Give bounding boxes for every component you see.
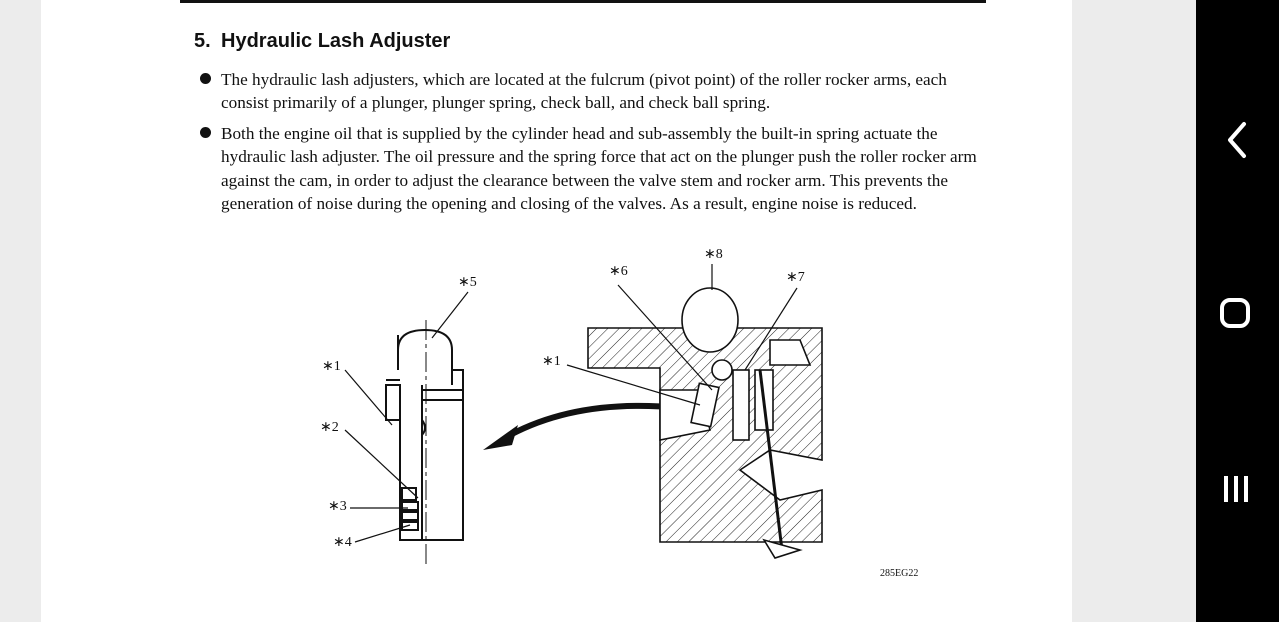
figure-code: 285EG22 [880,568,919,579]
bullet-text: Both the engine oil that is supplied by … [221,123,977,214]
bullet-list: The hydraulic lash adjusters, which are … [200,68,1000,222]
top-rule [180,0,986,3]
document-page [41,0,1072,622]
callout-3: ∗3 [328,499,347,514]
home-icon [1220,298,1250,328]
back-button[interactable] [1196,110,1279,170]
leader-lines-right [566,264,798,406]
callout-7: ∗7 [786,270,805,285]
lash-adjuster-diagram [344,264,823,565]
callout-1-right: ∗1 [542,354,561,369]
callout-2: ∗2 [320,420,339,435]
bullet-dot-icon [200,126,211,138]
leader-lines-left [344,291,469,543]
bullet-item: The hydraulic lash adjusters, which are … [200,68,987,115]
callout-1-left: ∗1 [322,359,341,374]
section-number: 5. [194,30,211,52]
bullet-item: Both the engine oil that is supplied by … [200,122,987,216]
android-nav-bar [1196,0,1279,622]
bullet-text: The hydraulic lash adjusters, which are … [221,70,947,113]
callout-6: ∗6 [609,264,628,279]
back-icon [1228,122,1246,158]
lash-adjuster-section [385,320,464,565]
home-button[interactable] [1196,284,1279,344]
callout-4: ∗4 [333,535,352,550]
cylinder-head-section [587,287,823,559]
callout-8: ∗8 [704,247,723,262]
bullet-dot-icon [200,73,211,84]
arrow-head-icon [483,425,518,450]
lash-adjuster-figure: ∗1 ∗2 ∗3 ∗4 ∗5 ∗1 ∗6 ∗7 ∗8 285EG22 [300,240,940,590]
recents-button[interactable] [1196,458,1279,518]
section-title: Hydraulic Lash Adjuster [221,30,451,52]
section-heading: 5. Hydraulic Lash Adjuster [194,30,450,53]
arrow-shaft [508,402,681,438]
recents-icon [1224,476,1248,502]
callout-5: ∗5 [458,275,477,290]
